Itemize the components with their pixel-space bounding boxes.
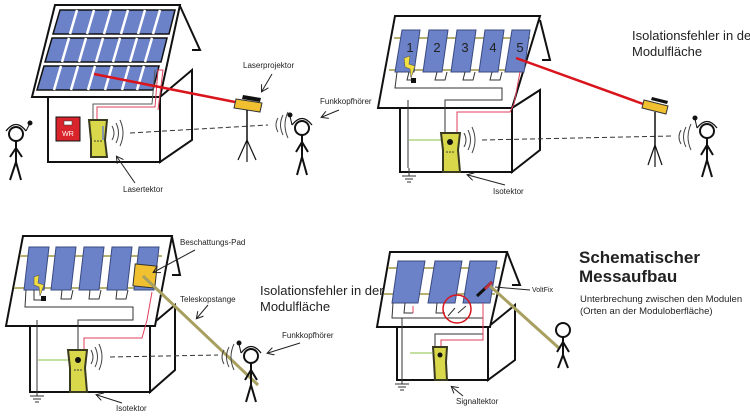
voltfix-probe [475,280,494,298]
label-laserprojektor: Laserprojektor [243,61,294,70]
label-teleskopstange: Teleskopstange [180,295,236,304]
label-lasertektor: Lasertektor [123,185,163,194]
telescopic-pole [488,284,562,351]
label-funkkopfhoerer: Funkkopfhörer [282,331,334,340]
title-line-2: Modulfläche [260,299,330,314]
ground-symbol-icon [395,378,409,391]
signal-waves-icon [111,111,289,147]
module-numbers: 1 2 3 4 5 [406,40,523,55]
laser-projector [233,95,263,162]
inverter-box: WR [55,116,81,142]
inverter-label: WR [62,131,74,138]
module-number-4: 4 [489,40,496,55]
label-signaltektor: Signaltektor [456,397,499,406]
title-line-2: Messaufbau [579,267,677,286]
stick-figure [555,322,571,369]
stick-figure-headphones [236,340,262,403]
panel-schematic-setup: VoltFix Signaltektor Schematischer Messa… [375,248,742,406]
label-isotektor: Isotektor [493,187,524,196]
module-number-2: 2 [433,40,440,55]
laser-projector [641,97,669,167]
label-voltfix: VoltFix [532,287,554,294]
panel-laser-setup: WR [5,4,372,194]
lasertektor-device [87,119,109,158]
panel-isolation-fault-pad: Beschattungs-Pad Teleskopstange Funkkopf… [4,235,384,413]
module-number-3: 3 [461,40,468,55]
module-row [391,260,498,304]
interruption-highlight [442,294,472,324]
module-number-5: 5 [516,40,523,55]
signal-waves-icon [90,343,235,371]
lightning-fault-icon [33,274,46,301]
subtitle-line-1: Unterbrechung zwischen den Modulen [580,294,742,305]
stick-figure-left [5,120,33,181]
stick-figure-headphones [287,112,313,176]
ground-symbol-icon [402,168,416,183]
title-line-1: Isolationsfehler in der [632,28,750,43]
stick-figure-headphones [692,115,718,178]
telescopic-pole [141,274,260,387]
isotektor-device [439,132,462,173]
ground-symbol-icon [30,390,44,403]
solar-array [36,9,176,91]
lightning-fault-icon [403,55,416,83]
laser-beam [93,72,241,105]
signal-waves-icon [463,123,692,154]
label-isotektor: Isotektor [116,404,147,413]
title-line-1: Schematischer [579,248,700,267]
subtitle-line-2: (Orten an der Moduloberfläche) [580,306,713,317]
title-line-2: Modulfläche [632,44,702,59]
title-line-1: Isolationsfehler in der [260,283,384,298]
module-number-1: 1 [406,40,413,55]
panel-isolation-fault-laser: 1 2 3 4 5 [376,15,750,196]
signaltektor-device [431,346,449,381]
module-row [394,29,531,73]
laser-beam [515,56,647,107]
label-funkkopfhoerer: Funkkopfhörer [320,97,372,106]
label-beschattungs-pad: Beschattungs-Pad [180,238,245,247]
isotektor-device [66,349,89,393]
